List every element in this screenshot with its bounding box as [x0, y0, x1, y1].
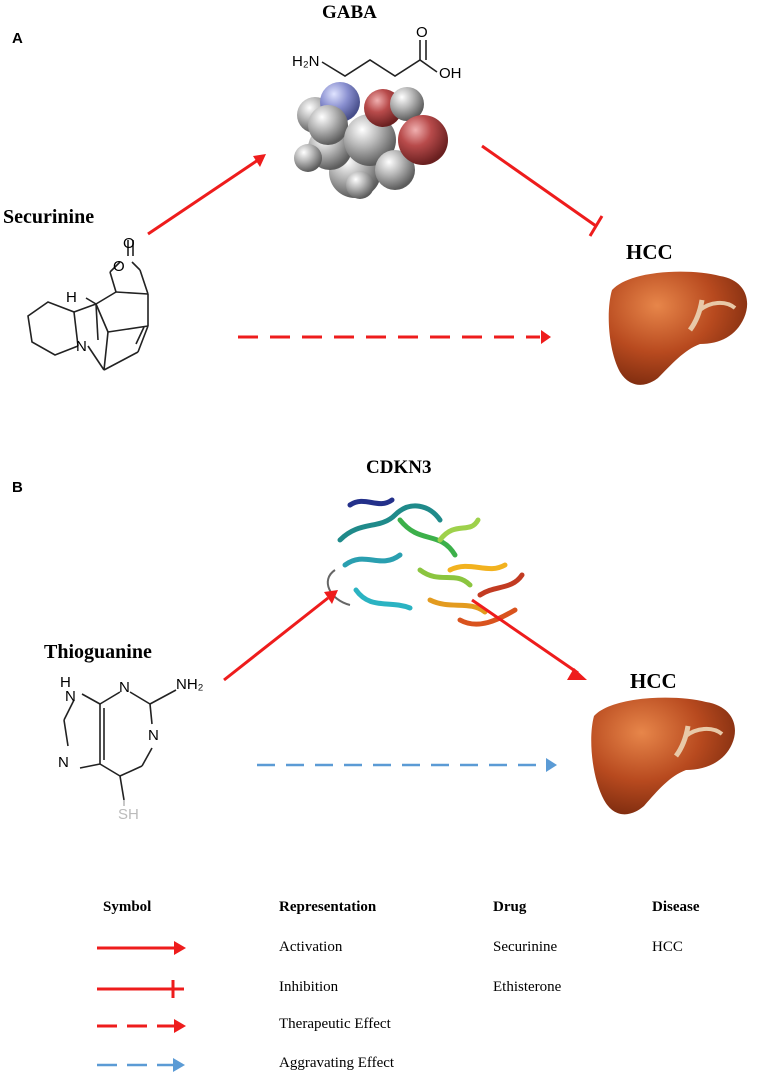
- hcc-title-b: HCC: [630, 669, 677, 693]
- thioguanine-n7: N: [58, 754, 69, 771]
- gaba-to-hcc-inhibition-arrow: [481, 144, 597, 228]
- securinine-title: Securinine: [3, 206, 95, 228]
- legend-header-drug: Drug: [493, 899, 527, 915]
- thioguanine-n1: N: [148, 727, 159, 744]
- thioguanine-sh: SH: [118, 806, 139, 823]
- legend-row-activation-label: Activation: [279, 939, 343, 955]
- legend-header-disease: Disease: [652, 899, 700, 915]
- securinine-h: H: [66, 289, 77, 306]
- securinine-n: N: [76, 338, 87, 355]
- legend-row-aggravating-label: Aggravating Effect: [279, 1055, 395, 1071]
- securinine-to-gaba-activation-arrow: [147, 158, 259, 236]
- gaba-amine: H₂N: [292, 53, 320, 70]
- legend-header-representation: Representation: [279, 899, 377, 915]
- thioguanine-to-cdkn3-activation-arrow: [223, 596, 329, 682]
- panel-b-label: B: [12, 479, 23, 496]
- gaba-carbonyl-o: O: [416, 24, 428, 41]
- legend-row-inhibition-label: Inhibition: [279, 979, 339, 995]
- securinine-ring-o: O: [113, 258, 125, 275]
- cdkn3-title: CDKN3: [366, 457, 432, 478]
- legend-row-therapeutic-label: Therapeutic Effect: [279, 1016, 391, 1032]
- thioguanine-nh2: NH₂: [176, 676, 204, 693]
- panel-a-label: A: [12, 30, 23, 47]
- gaba-hydroxyl: OH: [439, 65, 462, 82]
- thioguanine-title: Thioguanine: [44, 641, 152, 663]
- gaba-title: GABA: [322, 2, 377, 23]
- hcc-title-a: HCC: [626, 240, 673, 264]
- legend-header-symbol: Symbol: [103, 899, 152, 915]
- securinine-carbonyl-o: O: [123, 235, 135, 252]
- legend-row-2-drug: Ethisterone: [493, 979, 562, 995]
- thioguanine-h: H: [60, 674, 71, 691]
- thioguanine-n9: N: [65, 688, 76, 705]
- legend-row-1-drug: Securinine: [493, 939, 558, 955]
- cdkn3-to-hcc-activation-arrow: [471, 598, 579, 675]
- legend-row-1-disease: HCC: [652, 939, 683, 955]
- thioguanine-n3: N: [119, 679, 130, 696]
